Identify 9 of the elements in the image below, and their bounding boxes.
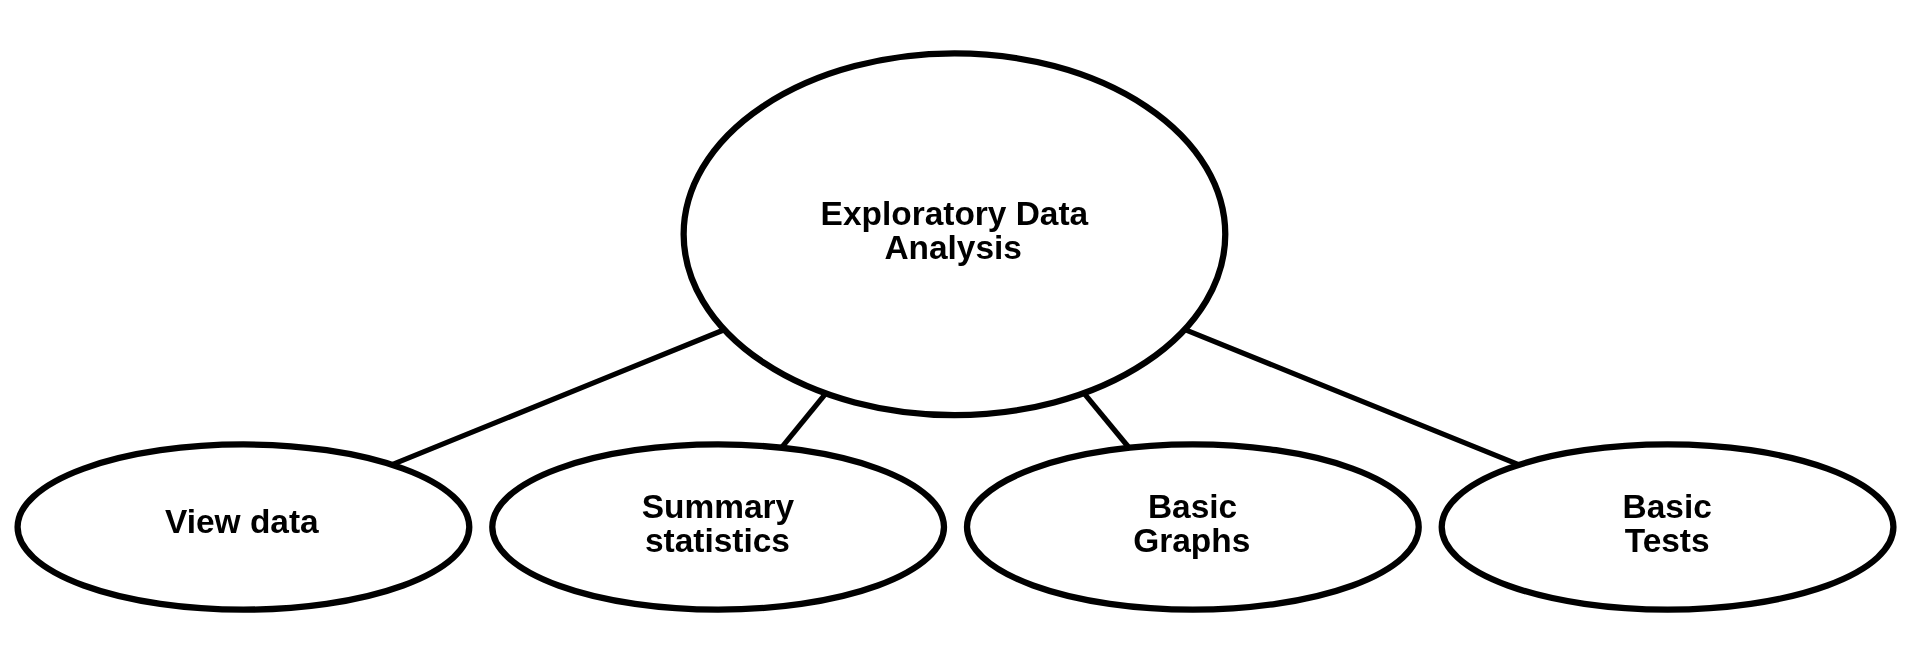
connector (1082, 391, 1131, 449)
connector (779, 392, 828, 449)
node-ellipse: Summary statistics (489, 440, 948, 613)
connector (1184, 326, 1520, 467)
node-ellipse: Basic Tests (1438, 440, 1897, 613)
connector (391, 327, 725, 467)
node-ellipse: View data (14, 440, 473, 613)
node-ellipse: Exploratory Data Analysis (680, 49, 1229, 418)
node-ellipse: Basic Graphs (963, 440, 1422, 613)
